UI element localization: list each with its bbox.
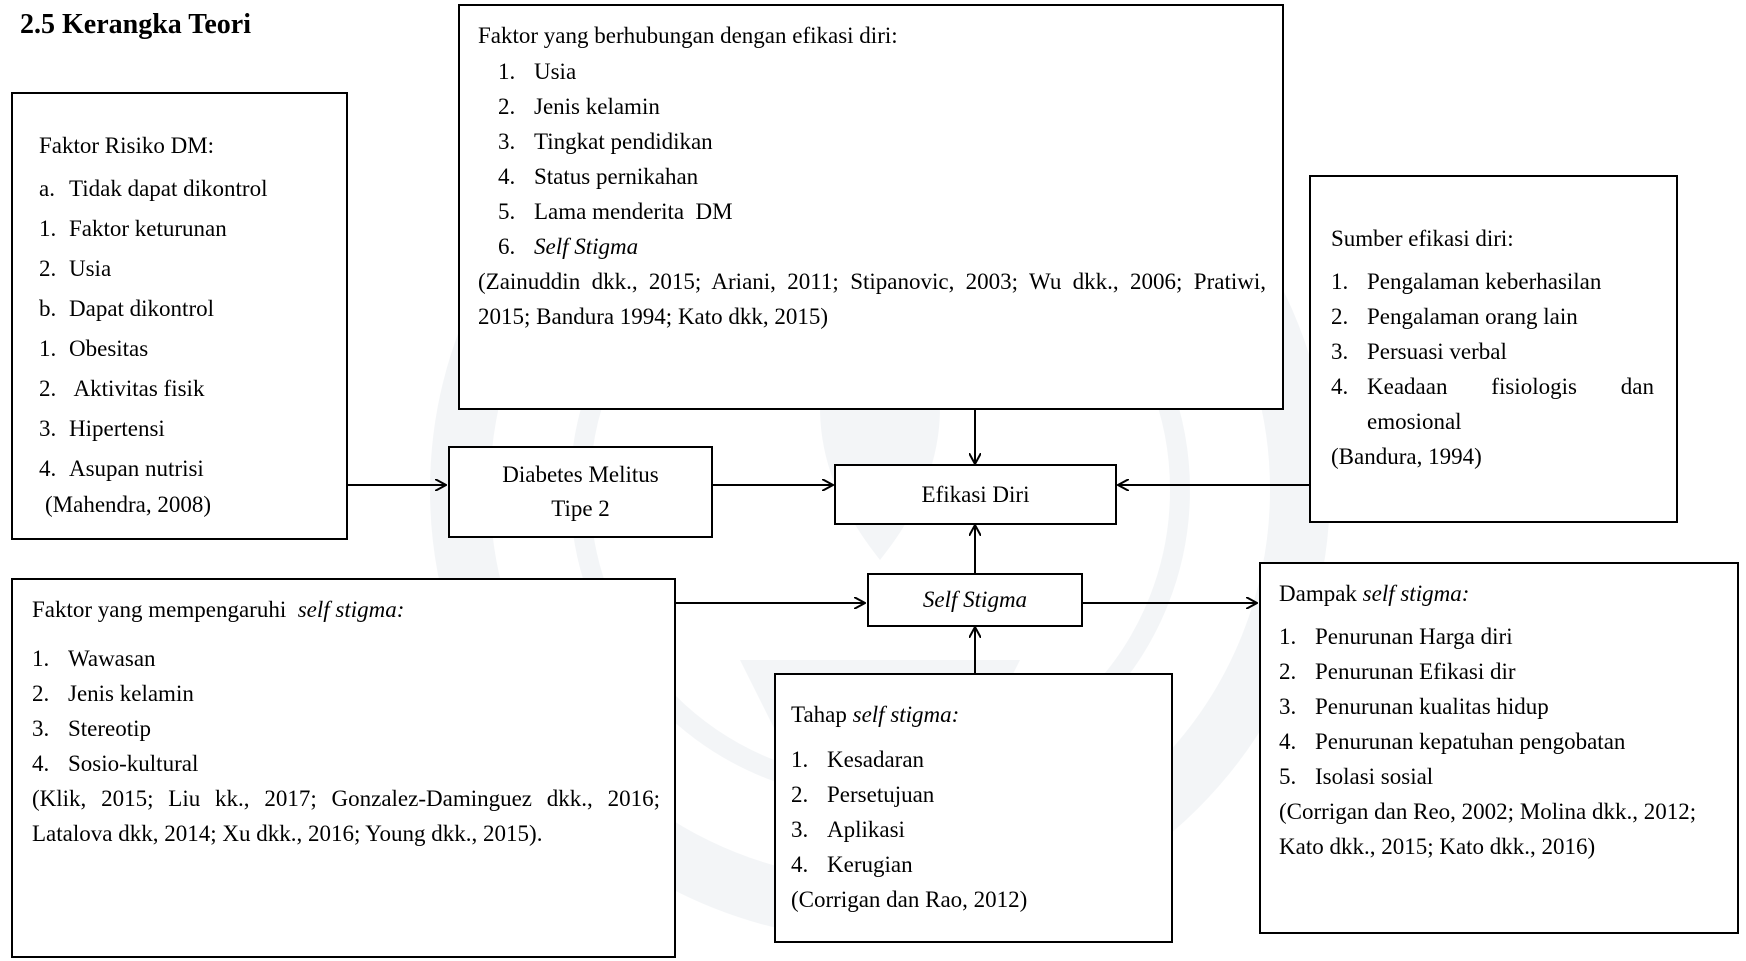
stigma-factors-heading: Faktor yang mempengaruhi self stigma: [32, 597, 405, 622]
list-item: 2.Persetujuan [791, 782, 935, 808]
list-item: 4.Sosio-kultural [32, 751, 199, 777]
list-item: 1.Obesitas [39, 336, 149, 362]
list-item: 4.Kerugian [791, 852, 913, 878]
risk-factors-list: a.Tidak dapat dikontrol 1.Faktor keturun… [39, 169, 330, 489]
stigma-impact-citation: (Corrigan dan Reo, 2002; Molina dkk., 20… [1279, 799, 1697, 860]
list-item: 2.Jenis kelamin [498, 94, 660, 120]
efficacy-source-box: Sumber efikasi diri: 1.Pengalaman keberh… [1309, 175, 1678, 523]
list-item: 3.Hipertensi [39, 416, 165, 442]
self-stigma-box: Self Stigma [867, 573, 1083, 627]
list-item: 2.Penurunan Efikasi dir [1279, 659, 1516, 685]
list-item: 2.Pengalaman orang lain [1331, 304, 1578, 330]
stigma-impact-box: Dampak self stigma: 1.Penurunan Harga di… [1259, 562, 1739, 934]
stigma-factors-box: Faktor yang mempengaruhi self stigma: 1.… [11, 578, 676, 958]
list-item: 2. Aktivitas fisik [39, 376, 205, 402]
dm-box-line2: Tipe 2 [551, 496, 610, 521]
list-item: 1.Pengalaman keberhasilan [1331, 269, 1602, 295]
stigma-impact-list: 1.Penurunan Harga diri 2.Penurunan Efika… [1279, 619, 1725, 794]
list-item: 4.Status pernikahan [498, 164, 699, 190]
list-item: 1.Penurunan Harga diri [1279, 624, 1513, 650]
efficacy-factors-heading: Faktor yang berhubungan dengan efikasi d… [478, 23, 898, 48]
list-item: a.Tidak dapat dikontrol [39, 176, 268, 202]
stigma-impact-heading: Dampak self stigma: [1279, 581, 1470, 606]
list-item: 3.Stereotip [32, 716, 152, 742]
dm-box-line1: Diabetes Melitus [502, 462, 659, 487]
stigma-stages-citation: (Corrigan dan Rao, 2012) [791, 887, 1028, 913]
page-title: 2.5 Kerangka Teori [20, 9, 252, 40]
list-item: 3.Aplikasi [791, 817, 905, 843]
list-item: 3.Persuasi verbal [1331, 339, 1507, 365]
list-item: b.Dapat dikontrol [39, 296, 214, 322]
list-item: 6.Self Stigma [498, 234, 639, 260]
list-item: 2.Usia [39, 256, 112, 282]
efficacy-factors-list: 1.Usia 2.Jenis kelamin 3.Tingkat pendidi… [498, 54, 1266, 264]
list-item: 1.Wawasan [32, 646, 156, 672]
risk-factors-box: Faktor Risiko DM: a.Tidak dapat dikontro… [11, 92, 348, 540]
list-item: 5.Isolasi sosial [1279, 764, 1434, 790]
efficacy-factors-citation: (Zainuddin dkk., 2015; Ariani, 2011; Sti… [478, 269, 1266, 330]
list-item: 4.Keadaan fisiologis dan emosional [1331, 374, 1654, 435]
efficacy-box-label: Efikasi Diri [921, 482, 1030, 507]
dm-box: Diabetes Melitus Tipe 2 [448, 446, 713, 538]
efficacy-source-list: 1.Pengalaman keberhasilan 2.Pengalaman o… [1331, 264, 1654, 439]
efficacy-source-heading: Sumber efikasi diri: [1331, 226, 1514, 251]
stigma-factors-list: 1.Wawasan 2.Jenis kelamin 3.Stereotip 4.… [32, 641, 660, 781]
list-item: 1.Kesadaran [791, 747, 925, 773]
stigma-stages-heading: Tahap self stigma: [791, 702, 960, 727]
list-item: 3.Penurunan kualitas hidup [1279, 694, 1549, 720]
list-item: 4.Penurunan kepatuhan pengobatan [1279, 729, 1626, 755]
efficacy-source-citation: (Bandura, 1994) [1331, 444, 1482, 470]
list-item: 5.Lama menderita DM [498, 199, 733, 225]
list-item: 3.Tingkat pendidikan [498, 129, 713, 155]
list-item: 4.Asupan nutrisi [39, 456, 204, 482]
self-stigma-label: Self Stigma [922, 587, 1028, 612]
list-item: 2.Jenis kelamin [32, 681, 194, 707]
efficacy-box: Efikasi Diri [834, 464, 1117, 525]
stigma-factors-citation: (Klik, 2015; Liu kk., 2017; Gonzalez-Dam… [32, 786, 660, 847]
risk-factors-citation: (Mahendra, 2008) [45, 492, 212, 518]
list-item: 1.Faktor keturunan [39, 216, 227, 242]
efficacy-factors-box: Faktor yang berhubungan dengan efikasi d… [458, 4, 1284, 410]
risk-factors-heading: Faktor Risiko DM: [39, 133, 215, 158]
stigma-stages-list: 1.Kesadaran 2.Persetujuan 3.Aplikasi 4.K… [791, 742, 1157, 882]
stigma-stages-box: Tahap self stigma: 1.Kesadaran 2.Persetu… [774, 673, 1173, 943]
list-item: 1.Usia [498, 59, 577, 85]
